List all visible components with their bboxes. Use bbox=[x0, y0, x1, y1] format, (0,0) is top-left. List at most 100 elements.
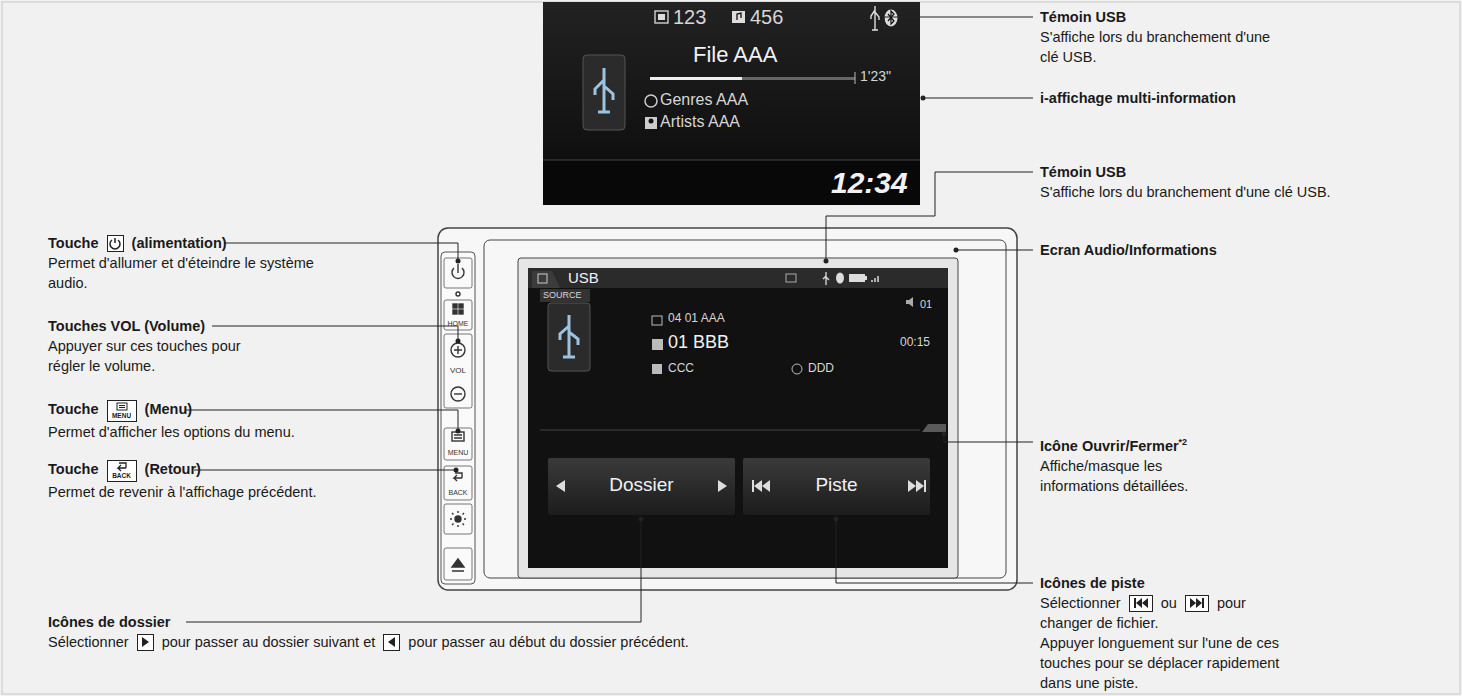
callout-title: Icônes de dossier bbox=[48, 612, 698, 632]
leader-line bbox=[944, 434, 1033, 442]
button-icon bbox=[1190, 598, 1204, 608]
panel-button: BACK bbox=[444, 466, 472, 500]
callout: Touche (alimentation)Permet d'allumer et… bbox=[48, 233, 348, 293]
multi-info-display bbox=[732, 11, 745, 23]
button-icon bbox=[137, 634, 154, 651]
callout-text: Affiche/masque les informations détaillé… bbox=[1040, 456, 1210, 496]
callout-title: Témoin USB bbox=[1040, 7, 1280, 27]
button-icon bbox=[1134, 598, 1148, 608]
label-text: Permet de revenir à l'affichage précéden… bbox=[48, 484, 317, 500]
audio-screen-graphics bbox=[906, 297, 913, 307]
button-icon bbox=[117, 403, 127, 410]
label-text: Permet d'allumer et d'éteindre le systèm… bbox=[48, 255, 314, 291]
screen-text: 04 01 AAA bbox=[668, 312, 725, 326]
label-text: pour passer au dossier suivant et bbox=[162, 634, 376, 650]
screen-text: 01 bbox=[920, 298, 932, 311]
multi-info-display bbox=[650, 77, 855, 80]
multi-info-display bbox=[650, 77, 742, 80]
audio-screen-graphics bbox=[836, 273, 844, 284]
panel-buttons bbox=[444, 334, 472, 408]
callout-text: Permet d'afficher les options du menu. bbox=[48, 422, 368, 442]
button-icon bbox=[1185, 595, 1209, 612]
panel-buttons bbox=[444, 466, 472, 500]
screen-text: 12:34 bbox=[831, 166, 908, 201]
screen-text: 456 bbox=[750, 6, 783, 29]
multi-info-display bbox=[658, 14, 665, 20]
callout-text: Sélectionner ou pour changer de fichier. bbox=[1040, 593, 1302, 633]
audio-screen-graphics bbox=[792, 364, 802, 374]
callout: Touches VOL (Volume)Appuyer sur ces touc… bbox=[48, 316, 258, 376]
button-symbols bbox=[454, 473, 462, 481]
button-symbols bbox=[454, 346, 462, 354]
label-text: Icônes de piste bbox=[1040, 575, 1145, 591]
leader-line bbox=[923, 98, 1033, 99]
audio-screen-graphics bbox=[528, 268, 948, 515]
audio-screen-graphics bbox=[548, 458, 735, 515]
button-symbols bbox=[453, 304, 457, 308]
callout-title: Touche (alimentation) bbox=[48, 233, 348, 253]
callout: i-affichage multi-information bbox=[1040, 88, 1360, 108]
button-symbols bbox=[459, 304, 463, 308]
multi-info-display bbox=[543, 2, 920, 205]
callout-text: Appuyer longuement sur l'une de ces touc… bbox=[1040, 633, 1302, 693]
head-unit bbox=[528, 268, 948, 568]
leader-dot bbox=[824, 259, 829, 264]
callout: Touche MENU (Menu)Permet d'afficher les … bbox=[48, 399, 368, 442]
leader-dot bbox=[454, 25, 959, 522]
screen-text: BACK bbox=[444, 489, 472, 497]
label-text: Sélectionner bbox=[1040, 595, 1121, 611]
label-text: S'affiche lors du branchement d'une clé … bbox=[1040, 29, 1270, 65]
screen-text: Piste bbox=[743, 474, 930, 496]
label-text: Icônes de dossier bbox=[48, 614, 171, 630]
screen-text: Dossier bbox=[548, 474, 735, 496]
screen-text: SOURCE bbox=[543, 290, 582, 300]
label-text: Ecran Audio/Informations bbox=[1040, 242, 1217, 258]
audio-screen-graphics bbox=[743, 458, 930, 515]
icon-label: MENU bbox=[108, 412, 136, 419]
screen-text: Artists AAA bbox=[660, 113, 740, 131]
leader-line bbox=[956, 250, 1033, 251]
audio-screen-graphics bbox=[865, 276, 867, 280]
label-text: Appuyer longuement sur l'une de ces touc… bbox=[1040, 635, 1279, 691]
multi-info-display bbox=[583, 55, 625, 130]
callout-text: Appuyer sur ces touches pour régler le v… bbox=[48, 336, 258, 376]
button-symbols bbox=[452, 559, 464, 571]
callout-text: Permet de revenir à l'affichage précéden… bbox=[48, 482, 378, 502]
panel-buttons bbox=[444, 258, 472, 288]
icon-label: BACK bbox=[108, 472, 136, 479]
screen-text: MENU bbox=[444, 449, 472, 457]
audio-screen-graphics bbox=[872, 276, 878, 282]
button-symbols bbox=[451, 343, 465, 357]
callout: Icône Ouvrir/Fermer*2Affiche/masque les … bbox=[1040, 432, 1210, 496]
button-symbols bbox=[453, 310, 457, 314]
label-text: Sélectionner bbox=[48, 634, 129, 650]
screen-text: Genres AAA bbox=[660, 91, 748, 109]
screen-text: HOME bbox=[444, 320, 472, 328]
button-symbols bbox=[451, 387, 465, 401]
audio-screen-graphics bbox=[652, 364, 662, 374]
audio-screen-graphics bbox=[752, 480, 770, 492]
button-icon bbox=[142, 637, 149, 647]
audio-screen-graphics bbox=[652, 339, 663, 350]
leader-dot bbox=[834, 517, 839, 522]
audio-screen-graphics bbox=[849, 274, 865, 282]
leader-line bbox=[186, 519, 641, 622]
audio-screen-graphics bbox=[528, 268, 948, 288]
leader-line bbox=[836, 519, 1033, 583]
leader-line bbox=[884, 17, 1033, 27]
panel-buttons bbox=[444, 300, 472, 330]
callout-title: Touche MENU (Menu) bbox=[48, 399, 368, 422]
callout-text: S'affiche lors du branchement d'une clé … bbox=[1040, 182, 1340, 202]
screen-text: CCC bbox=[668, 362, 694, 376]
leader-dot bbox=[456, 339, 461, 344]
button-symbols bbox=[454, 393, 462, 394]
callout: Témoin USBS'affiche lors du branchement … bbox=[1040, 7, 1280, 67]
button-icon: BACK bbox=[107, 460, 137, 482]
panel-button: VOL bbox=[444, 334, 472, 408]
multi-info-display bbox=[543, 2, 920, 205]
label-text: Touche bbox=[48, 461, 98, 477]
screen-text: 1'23" bbox=[860, 68, 891, 84]
leader-dot bbox=[942, 432, 947, 437]
audio-screen: USBSOURCE04 01 AAA01 BBB00:15CCCDDD01Dos… bbox=[528, 268, 948, 568]
